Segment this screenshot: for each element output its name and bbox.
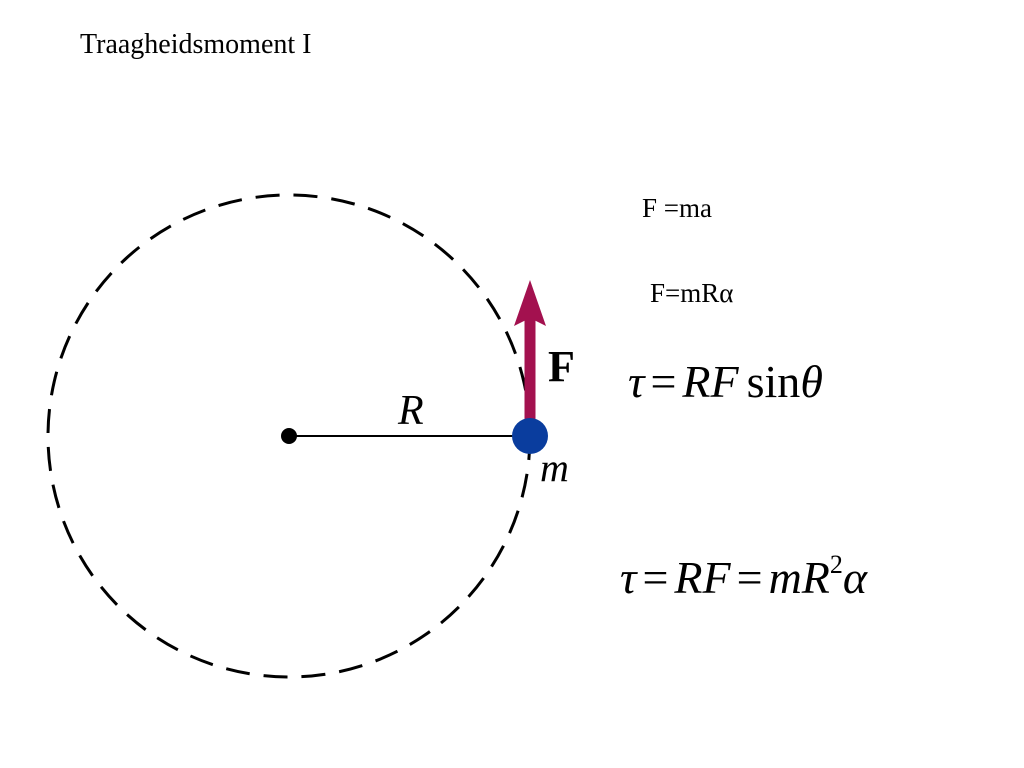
theta-symbol: θ: [800, 356, 823, 407]
mr-term: mR: [768, 552, 830, 603]
force-label: F: [548, 342, 575, 391]
center-point: [281, 428, 297, 444]
tau-symbol: τ: [628, 356, 645, 407]
radius-label: R: [397, 388, 424, 434]
force-arrow-head: [514, 280, 546, 326]
equation-torque-inertia: τ=RF=mR2α: [620, 551, 867, 605]
exponent: 2: [829, 550, 843, 579]
alpha-symbol: α: [719, 278, 734, 308]
sine-function: sin: [746, 356, 801, 407]
tau-symbol: τ: [620, 552, 637, 603]
alpha-symbol: α: [842, 552, 868, 603]
equation-newton-second-law: F =ma: [642, 193, 712, 223]
equals-sign: =: [650, 356, 677, 407]
equation-force-angular-prefix: F=mR: [650, 278, 720, 308]
point-mass: [512, 418, 548, 454]
rf-term: RF: [682, 356, 739, 407]
equals-sign: =: [642, 552, 669, 603]
equals-sign: =: [736, 552, 763, 603]
mass-label: m: [540, 445, 569, 490]
slide-title: Traagheidsmoment I: [80, 29, 312, 60]
rf-term: RF: [674, 552, 731, 603]
equation-force-angular: F=mRα: [650, 277, 733, 309]
